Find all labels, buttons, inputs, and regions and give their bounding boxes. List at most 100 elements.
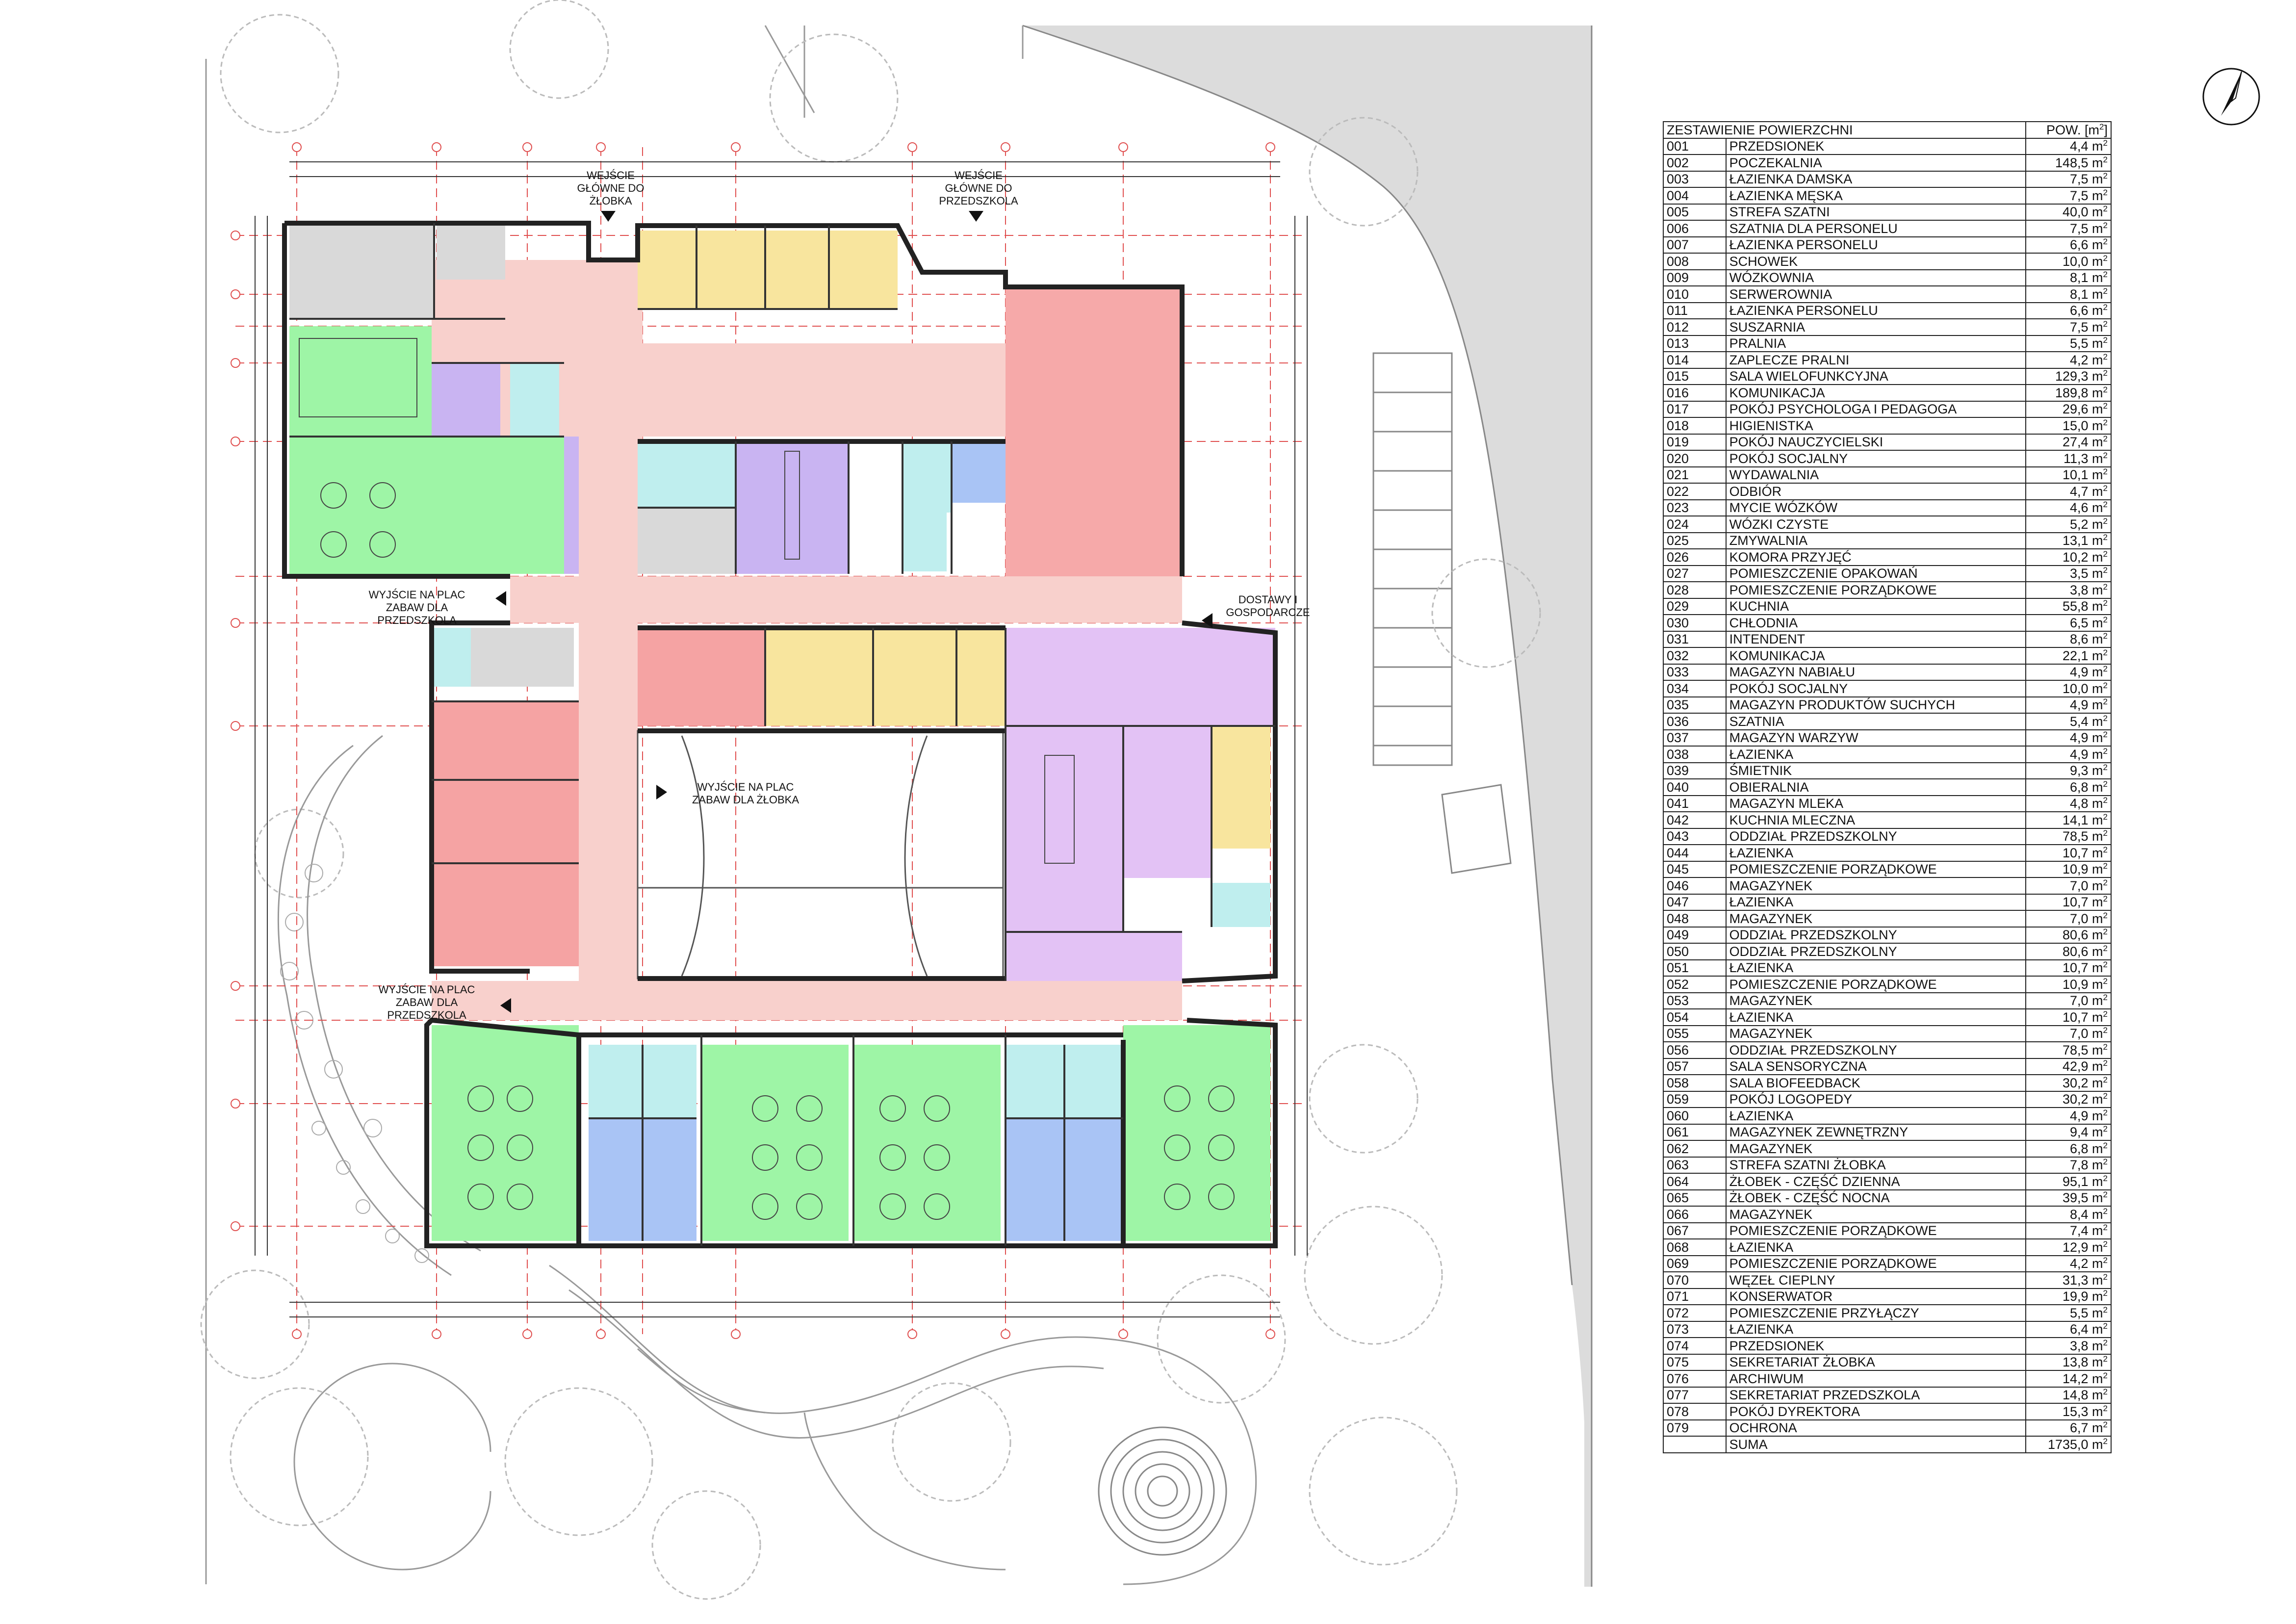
room-number: 045: [1663, 860, 1727, 878]
room-area: 7,5 m2: [2025, 170, 2112, 188]
room-area: 13,8 m2: [2025, 1353, 2112, 1371]
room-fill: [1123, 726, 1212, 878]
room-area: 6,8 m2: [2025, 778, 2112, 796]
room-number: 067: [1663, 1222, 1727, 1239]
room-area: 8,4 m2: [2025, 1206, 2112, 1223]
room-name: POMIESZCZENIE PORZĄDKOWE: [1725, 1222, 2027, 1239]
room-area: 4,9 m2: [2025, 746, 2112, 763]
room-area: 80,6 m2: [2025, 943, 2112, 960]
room-name: ŚMIETNIK: [1725, 762, 2027, 779]
room-name: SZATNIA DLA PERSONELU: [1725, 220, 2027, 237]
room-number: 072: [1663, 1304, 1727, 1322]
room-area: 7,8 m2: [2025, 1156, 2112, 1174]
room-name: ODDZIAŁ PRZEDSZKOLNY: [1725, 1041, 2027, 1059]
room-number: 077: [1663, 1386, 1727, 1404]
room-fill: [1212, 883, 1270, 927]
courtyard: [637, 730, 1004, 980]
room-number: 053: [1663, 992, 1727, 1009]
room-number: 075: [1663, 1353, 1727, 1371]
room-area: 15,3 m2: [2025, 1403, 2112, 1420]
room-name: POKÓJ LOGOPEDY: [1725, 1090, 2027, 1108]
room-area: 8,1 m2: [2025, 269, 2112, 286]
room-area: 11,3 m2: [2025, 450, 2112, 467]
room-area: 55,8 m2: [2025, 597, 2112, 615]
room-name: SCHOWEK: [1725, 253, 2027, 270]
room-number: 031: [1663, 630, 1727, 648]
room-name: POKÓJ SOCJALNY: [1725, 450, 2027, 467]
room-number: 006: [1663, 220, 1727, 237]
room-area: 78,5 m2: [2025, 1041, 2112, 1059]
room-number: 052: [1663, 976, 1727, 993]
room-name: KONSERWATOR: [1725, 1288, 2027, 1305]
room-area: 19,9 m2: [2025, 1288, 2112, 1305]
room-number: 073: [1663, 1320, 1727, 1338]
room-number: 012: [1663, 318, 1727, 336]
room-area: 12,9 m2: [2025, 1238, 2112, 1256]
room-name: POKÓJ SOCJALNY: [1725, 680, 2027, 697]
room-name: MAGAZYNEK ZEWNĘTRZNY: [1725, 1123, 2027, 1141]
room-number: 063: [1663, 1156, 1727, 1174]
label-deliveries: DOSTAWY I GOSPODARCZE: [1226, 593, 1310, 619]
room-name: MAGAZYN WARZYW: [1725, 729, 2027, 747]
room-number: 001: [1663, 137, 1727, 155]
room-number: 042: [1663, 811, 1727, 829]
room-number: 046: [1663, 877, 1727, 895]
room-area: 6,4 m2: [2025, 1320, 2112, 1338]
room-name: POMIESZCZENIE OPAKOWAŃ: [1725, 565, 2027, 582]
room-number: 055: [1663, 1025, 1727, 1042]
room-area: 78,5 m2: [2025, 827, 2112, 845]
furniture: [299, 338, 1235, 1220]
room-name: ODDZIAŁ PRZEDSZKOLNY: [1725, 827, 2027, 845]
room-number: 068: [1663, 1238, 1727, 1256]
room-number: 014: [1663, 351, 1727, 369]
room-number: 066: [1663, 1206, 1727, 1223]
room-name: ŁAZIENKA: [1725, 1107, 2027, 1125]
room-area: 189,8 m2: [2025, 384, 2112, 402]
room-fill: [1006, 628, 1275, 726]
room-area: 4,2 m2: [2025, 1255, 2112, 1272]
room-area: 7,5 m2: [2025, 220, 2112, 237]
room-number: 038: [1663, 746, 1727, 763]
room-name: ARCHIWUM: [1725, 1370, 2027, 1388]
room-name: ŻŁOBEK - CZĘŚĆ NOCNA: [1725, 1189, 2027, 1207]
room-number: 047: [1663, 893, 1727, 911]
room-name: MYCIE WÓZKÓW: [1725, 499, 2027, 516]
room-name: POMIESZCZENIE PORZĄDKOWE: [1725, 860, 2027, 878]
room-area: 4,9 m2: [2025, 696, 2112, 714]
dimension-lines: [255, 161, 1308, 1317]
room-area: 7,0 m2: [2025, 910, 2112, 928]
room-number: 030: [1663, 614, 1727, 632]
table-header-row: ZESTAWIENIE POWIERZCHNI POW. [m2]: [1662, 121, 2112, 139]
room-name: MAGAZYN MLEKA: [1725, 795, 2027, 812]
room-name: SEKRETARIAT ŻŁOBKA: [1725, 1353, 2027, 1371]
room-name: POMIESZCZENIE PORZĄDKOWE: [1725, 1255, 2027, 1272]
room-number: 057: [1663, 1057, 1727, 1075]
room-name: POMIESZCZENIE PRZYŁĄCZY: [1725, 1304, 2027, 1322]
label-preschool-exit-top: WYJŚCIE NA PLAC ZABAW DLA PRZEDSZKOLA: [368, 589, 465, 626]
room-fill: [432, 1025, 579, 1241]
room-name: ŁAZIENKA: [1725, 893, 2027, 911]
room-area: 40,0 m2: [2025, 203, 2112, 221]
room-area: 9,3 m2: [2025, 762, 2112, 779]
